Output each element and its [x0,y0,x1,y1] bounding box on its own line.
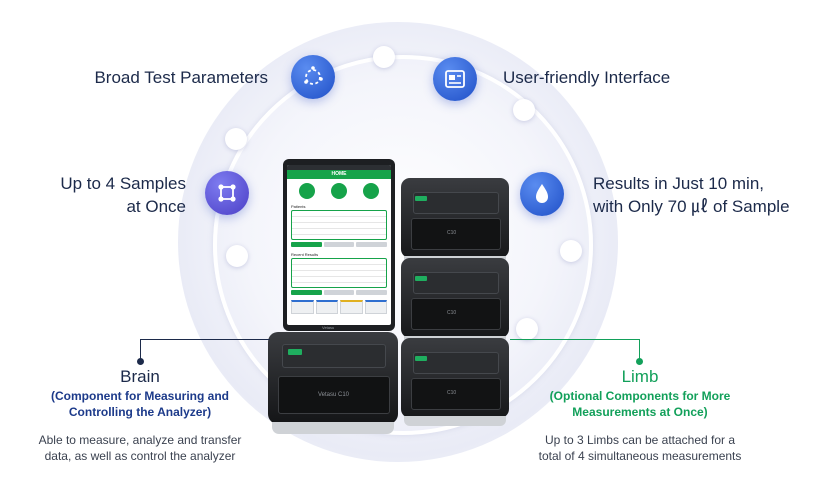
screen-title: HOME [287,170,391,179]
patients-table [291,210,387,240]
ring-dot [560,240,582,262]
limb-model-label: C10 [447,390,457,396]
limb-description: Up to 3 Limbs can be attached for a tota… [520,432,760,464]
ring-dot [373,46,395,68]
test-icon [299,183,315,199]
brain-unit: Vetasu C10 [268,332,398,434]
limb-model-label: C10 [447,310,457,316]
ring-dot [226,245,248,267]
brain-desc-line1: Able to measure, analyze and transfer [38,433,242,447]
limb-subtitle-line2: Measurements at Once) [572,405,708,419]
limb-unit: C10 [401,178,509,266]
screen-icons [287,179,391,201]
feature-samples-line2: at Once [126,197,186,216]
limb-desc-line1: Up to 3 Limbs can be attached for a [544,433,736,447]
feature-samples-line1: Up to 4 Samples [60,174,186,193]
feature-results-line2: with Only 70 ㎕ of Sample [593,197,790,216]
recent-buttons [287,288,391,297]
brain-subtitle-line1: (Component for Measuring and [51,389,229,403]
limb-subtitle-line1: (Optional Components for More [549,389,731,403]
limb-desc-line2: total of 4 simultaneous measurements [538,449,742,463]
brain-subtitle-line2: Controlling the Analyzer) [68,405,212,419]
brain-leader-line [140,339,141,361]
brain-leader-line [140,339,270,340]
brain-desc-line2: data, as well as control the analyzer [44,449,236,463]
feature-results-line1: Results in Just 10 min, [593,174,765,193]
status-bar [287,165,391,170]
feature-samples: Up to 4 Samples at Once [40,172,186,218]
limb-model-label: C10 [447,230,457,236]
search-icon [363,183,379,199]
brain-model-label: Vetasu C10 [318,392,350,398]
feature-results: Results in Just 10 min, with Only 70 ㎕ o… [593,172,790,218]
feature-user-friendly: User-friendly Interface [503,68,671,87]
interface-icon [433,57,477,101]
ring-dot [225,128,247,150]
feature-ring [213,55,593,435]
brain-description: Able to measure, analyze and transfer da… [20,432,260,464]
brain-subtitle: (Component for Measuring and Controlling… [20,388,260,420]
brand-label: Vetasu [322,325,335,330]
limb-leader-dot [636,358,643,365]
limb-unit: C10 [401,338,509,426]
tablet-screen: HOME Patients Recent Results [287,165,391,325]
patients-buttons [287,240,391,249]
analyzer-tablet: HOME Patients Recent Results [283,159,395,331]
ring-dot [513,99,535,121]
feature-broad-test: Broad Test Parameters [94,68,268,87]
patients-label: Patients [291,204,306,209]
network-icon [291,55,335,99]
brain-leader-dot [137,358,144,365]
limb-leader-line [639,339,640,361]
brain-title: Brain [120,367,160,386]
recent-label: Recent Results [291,252,319,257]
drop-icon [520,172,564,216]
ring-dot [516,318,538,340]
recent-table [291,258,387,288]
limb-title: Limb [621,367,659,386]
status-tiles [287,297,391,317]
limb-leader-line [510,339,640,340]
limb-unit: C10 [401,258,509,346]
samples-icon [205,171,249,215]
report-icon [331,183,347,199]
limb-subtitle: (Optional Components for More Measuremen… [520,388,760,420]
